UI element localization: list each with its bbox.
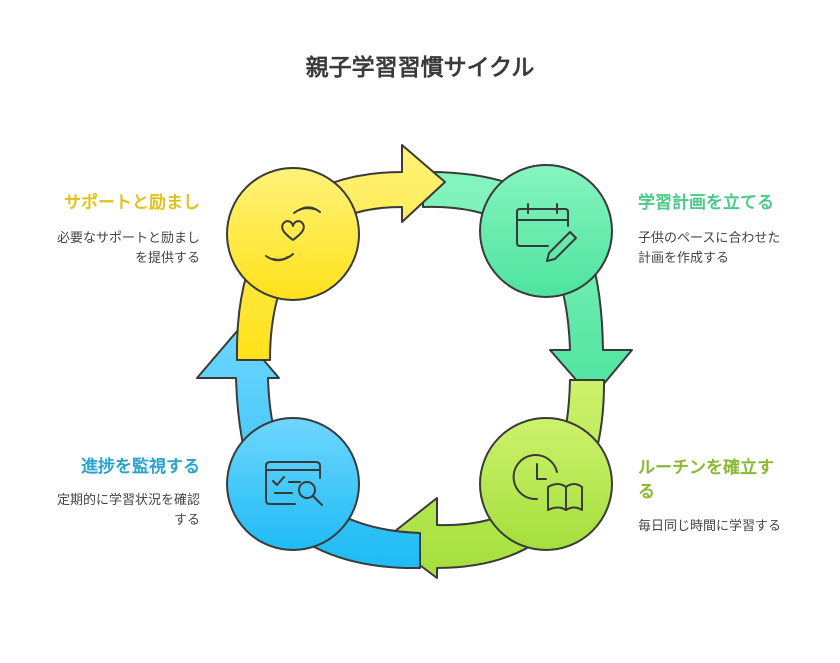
- calendar-pencil-icon: [516, 203, 577, 262]
- stage-desc-line: 必要なサポートと励まし: [56, 231, 200, 246]
- stage-desc-routine: 毎日同じ時間に学習する: [638, 517, 781, 537]
- stage-desc-line: 子供のペースに合わせた: [638, 231, 781, 246]
- stage-title-monitor: 進捗を監視する: [81, 457, 200, 477]
- stage-desc-line: を提供する: [134, 251, 200, 266]
- stage-circle-monitor: [226, 417, 360, 551]
- stage-title-routine: ルーチンを確立す る: [638, 456, 774, 504]
- stage-desc-line: 定期的に学習状況を確認: [56, 493, 200, 508]
- stage-circle-plan: [479, 164, 613, 298]
- stage-desc-line: する: [173, 513, 200, 528]
- stage-title-line: る: [638, 482, 655, 502]
- checklist-search-icon: [265, 461, 323, 506]
- stage-desc-plan: 子供のペースに合わせた 計画を作成する: [638, 229, 780, 269]
- stage-desc-monitor: 定期的に学習状況を確認 する: [57, 491, 200, 531]
- diagram-title: 親子学習習慣サイクル: [305, 55, 535, 81]
- stage-title-support: サポートと励まし: [64, 193, 200, 213]
- hands-heart-icon: [265, 206, 321, 262]
- clock-book-icon: [512, 454, 583, 511]
- stage-desc-line: 毎日同じ時間に学習する: [638, 519, 782, 534]
- stage-circle-routine: [479, 417, 613, 551]
- stage-circle-support: [226, 167, 360, 301]
- stage-title-line: ルーチンを確立す: [638, 458, 774, 478]
- stage-desc-support: 必要なサポートと励まし を提供する: [57, 229, 200, 269]
- stage-title-plan: 学習計画を立てる: [638, 193, 774, 213]
- stage-desc-line: 計画を作成する: [638, 251, 730, 266]
